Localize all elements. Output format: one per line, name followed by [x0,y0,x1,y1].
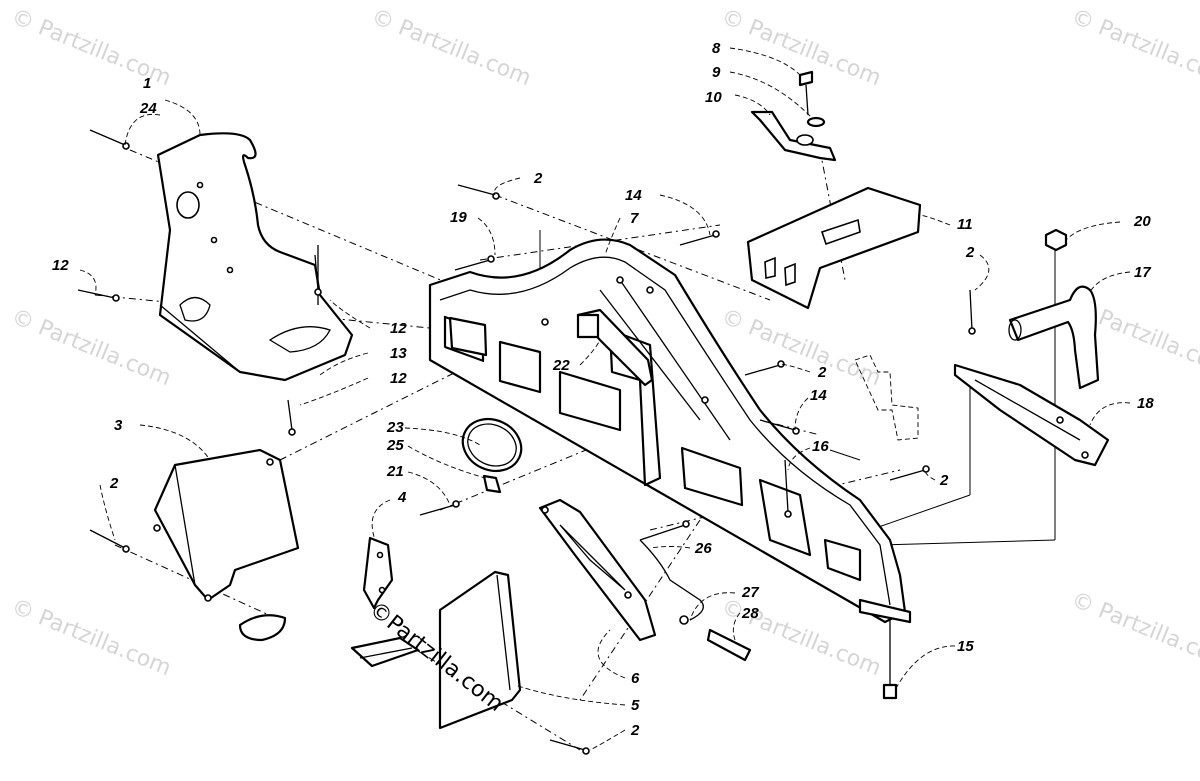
rivets [77,129,976,755]
callout-2: 2 [533,170,543,187]
watermark: © Partzilla.com [718,304,885,391]
callout-23: 23 [386,419,404,436]
watermark: © Partzilla.com [1068,587,1200,674]
callout-5: 5 [631,697,640,714]
callout-11: 11 [957,216,973,233]
callout-19: 19 [450,209,467,226]
callout-2: 2 [109,475,119,492]
callout-14: 14 [625,187,642,204]
part-bracket-6 [538,498,657,642]
phantom-part [854,354,919,441]
callout-9: 9 [712,64,721,81]
part-bolt-8 [798,70,826,128]
callout-1: 1 [143,75,151,92]
watermark: © Partzilla.com [8,594,175,681]
callout-13: 13 [390,345,407,362]
callout-25: 25 [386,437,404,454]
callout-18: 18 [1137,395,1154,412]
part-bracket-10 [750,110,837,162]
part-left-panel [156,132,354,382]
callout-7: 7 [630,210,639,227]
watermark: © Partzilla.com [8,304,175,391]
callouts: 1 24 12 12 13 12 3 2 2 19 7 14 22 23 25 … [52,40,1154,739]
part-tube-17 [1008,285,1100,390]
part-bolt-15 [882,620,898,700]
callout-14: 14 [810,387,827,404]
callout-16: 16 [812,438,829,455]
callout-26: 26 [694,540,712,557]
callout-24: 24 [139,100,157,117]
part-main-frame [428,238,912,624]
callout-2: 2 [630,722,640,739]
part-cable [639,539,752,662]
callout-12: 12 [390,370,407,387]
callout-4: 4 [397,489,407,506]
callout-15: 15 [957,638,974,655]
part-shield [153,448,300,642]
callout-6: 6 [631,670,640,687]
callout-28: 28 [741,605,759,622]
callout-21: 21 [386,463,404,480]
callout-8: 8 [712,40,721,57]
part-plate-5 [350,570,522,730]
part-bracket-4 [362,536,394,610]
watermark: © Partzilla.com [368,4,535,91]
callout-12: 12 [390,320,407,337]
watermark: © Partzilla.com [1068,4,1200,91]
part-ring [461,417,523,494]
callout-10: 10 [705,89,722,106]
callout-20: 20 [1133,213,1151,230]
part-bracket-18 [953,363,1110,467]
callout-2: 2 [965,244,975,261]
callout-27: 27 [741,584,759,601]
part-nut-20 [1044,228,1068,252]
callout-3: 3 [114,417,123,434]
leader-lines [79,47,1131,751]
callout-22: 22 [552,357,570,374]
callout-2: 2 [817,364,827,381]
callout-12: 12 [52,257,69,274]
callout-2: 2 [939,472,949,489]
callout-17: 17 [1134,264,1151,281]
part-bracket-11 [746,186,922,310]
